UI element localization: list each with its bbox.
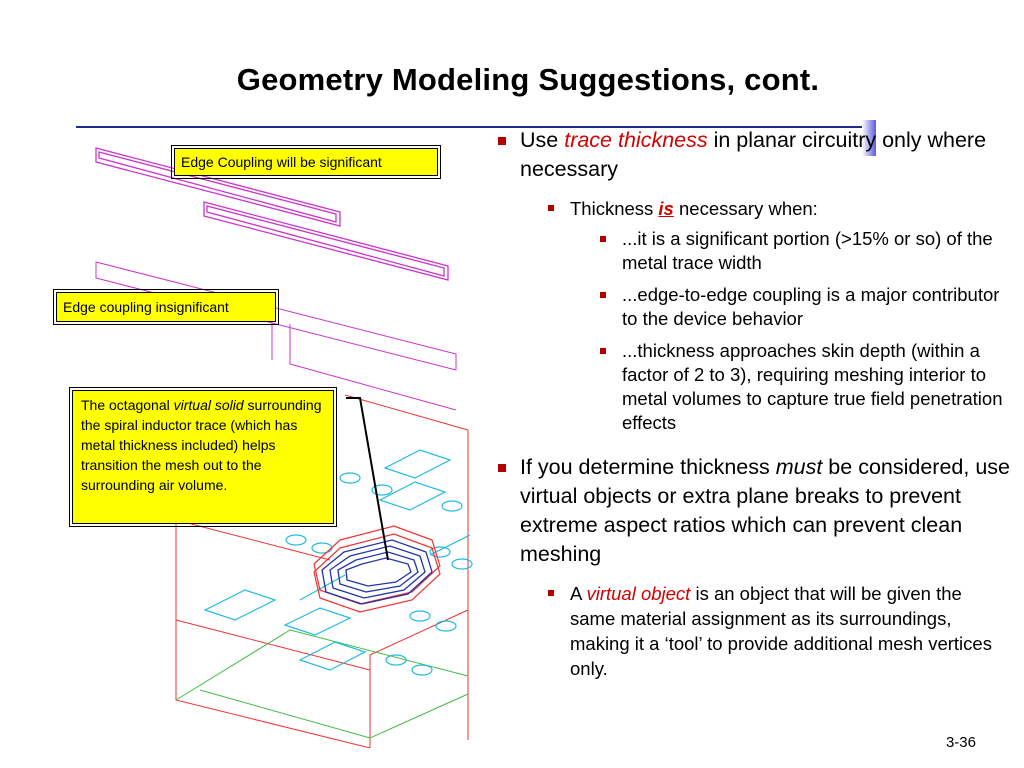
callout-octagonal-virtual-solid: The octagonal virtual solid surrounding … [69,387,337,527]
callout-leader-line [346,397,389,561]
bullet-trace-thickness: Use trace thickness in planar circuitry … [492,126,1012,184]
bullet-condition-edge-coupling: ...edge-to-edge coupling is a major cont… [594,283,1012,331]
bullet-text-suffix: in planar circuitry only where necessary [520,128,987,181]
callout-octagon-italic: virtual solid [173,397,244,413]
bullet-thickness-necessary: Thickness is necessary when: [542,196,1012,221]
title-rule-accent [862,120,876,156]
callout-edge-coupling-significant: Edge Coupling will be significant [171,145,441,179]
octagonal-virtual-solid [313,525,441,613]
bullet-text: ...it is a significant portion (>15% or … [622,228,993,273]
geometry-diagram [95,147,473,748]
bullet-thickness-must-be-considered: If you determine thickness must be consi… [492,453,1012,569]
bullet-list: Use trace thickness in planar circuitry … [492,126,1012,687]
bullet-text-suffix: is an object that will be given the same… [570,583,992,679]
bullet-condition-skin-depth: ...thickness approaches skin depth (with… [594,339,1012,435]
square-bullet-icon [498,464,506,472]
square-bullet-icon [548,205,554,211]
square-bullet-icon [548,590,554,596]
pads [203,449,473,676]
bullet-text-prefix: If you determine thickness [520,455,776,479]
bullet-text-highlight: virtual object [586,583,691,604]
trace-thick-1 [95,147,341,227]
bullet-text-highlight: trace thickness [564,128,708,152]
bullet-text-highlight: is [658,198,674,219]
bullet-condition-trace-width: ...it is a significant portion (>15% or … [594,227,1012,275]
trace-thick-2 [203,201,449,281]
spiral-inductor [321,539,433,605]
bullet-text-prefix: Use [520,128,565,152]
square-bullet-icon [600,348,606,354]
ground-plane-lines [175,629,469,739]
callout-edge-coupling-insignificant: Edge coupling insignificant [53,289,279,325]
trace-thin-planes [95,261,457,411]
bullet-text-highlight: must [775,455,823,479]
air-box-outline [175,394,469,748]
callout-octagon-prefix: The octagonal [81,397,174,413]
slide-title: Geometry Modeling Suggestions, cont. [236,62,820,97]
callout-octagon-suffix: surrounding the spiral inductor trace (w… [81,397,322,493]
bullet-virtual-object-definition: A virtual object is an object that will … [542,581,1012,681]
bullet-text-suffix: necessary when: [673,198,818,219]
square-bullet-icon [498,137,506,145]
bullet-text-prefix: A [570,583,587,604]
square-bullet-icon [600,292,606,298]
bullet-text: ...edge-to-edge coupling is a major cont… [622,284,1000,329]
slide-number: 3-36 [945,734,976,751]
square-bullet-icon [600,236,606,242]
bullet-text: ...thickness approaches skin depth (with… [622,340,1003,433]
title-rule [76,126,876,128]
bullet-text-suffix: be considered, use virtual objects or ex… [520,455,1010,566]
bullet-text-prefix: Thickness [570,198,659,219]
